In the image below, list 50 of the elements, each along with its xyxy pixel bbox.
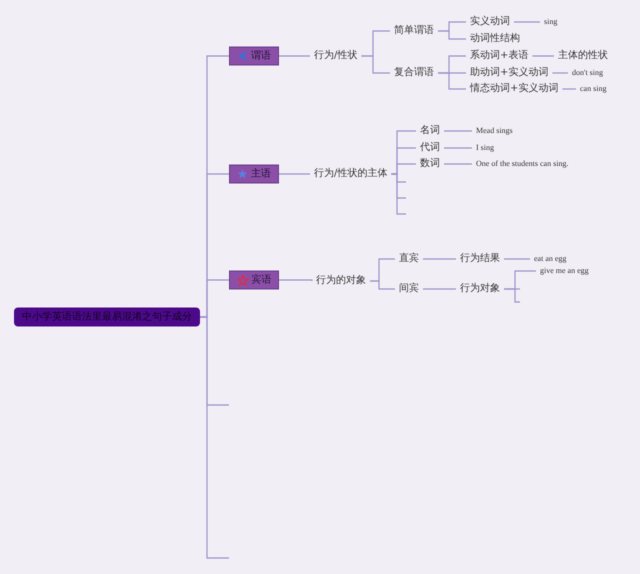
topic-text: 数词 (416, 158, 444, 170)
topic-text: 行为对象 (456, 283, 504, 295)
example-text: Mead sings (472, 125, 517, 137)
connector-line (279, 173, 311, 175)
root-topic-box: 中小学英语语法里最易混淆之句子成分 (14, 308, 200, 326)
topic-text: 行为的对象 (312, 275, 370, 287)
topic-text: 助动词+实义动词 (466, 67, 552, 79)
connector-line (552, 72, 569, 74)
example-text: sing (540, 16, 562, 28)
connector-line (562, 88, 577, 90)
example-text: eat an egg (530, 253, 570, 265)
topic-text: 直宾 (395, 253, 423, 265)
example-text: can sing (576, 83, 610, 95)
connector-line (370, 280, 395, 290)
connector-line (532, 55, 555, 57)
example-text: give me an egg (536, 265, 593, 277)
topic-text: 复合谓语 (390, 67, 438, 79)
topic-text: 实义动词 (466, 16, 514, 28)
topic-text: 间宾 (395, 283, 423, 295)
connector-line (423, 288, 457, 290)
topic-label: 主语 (251, 167, 271, 182)
example-text: I sing (472, 142, 498, 154)
connector-line (200, 316, 229, 559)
topic-text: 名词 (416, 125, 444, 137)
connector-line (444, 130, 473, 132)
connector-line (361, 55, 390, 74)
topic-text: 主体的性状 (554, 50, 612, 62)
connector-line (438, 72, 466, 90)
connector-line (279, 55, 311, 57)
topic-text: 行为结果 (456, 253, 504, 265)
topic-label: 谓语 (251, 50, 271, 64)
topic-label: 宾语 (252, 273, 272, 288)
connector-line (444, 147, 473, 149)
example-text: One of the students can sing. (472, 158, 572, 170)
connector-line (504, 288, 520, 303)
topic-text: 行为/性状 (310, 50, 362, 62)
topic-text: 系动词+表语 (466, 50, 532, 62)
topic-text: 代词 (416, 142, 444, 154)
topic-text: 行为/性状的主体 (310, 168, 392, 180)
topic-text: 动词性结构 (466, 33, 524, 45)
connector-line (279, 279, 313, 282)
connector-line (504, 258, 531, 260)
connector-line (391, 173, 406, 215)
connector-line (514, 21, 541, 23)
connector-line (444, 163, 473, 165)
example-text: don't sing (568, 67, 607, 79)
topic-text: 情态动词+实义动词 (466, 83, 562, 95)
connector-line (423, 258, 457, 260)
topic-text: 简单谓语 (390, 25, 438, 37)
connector-line (438, 30, 466, 40)
